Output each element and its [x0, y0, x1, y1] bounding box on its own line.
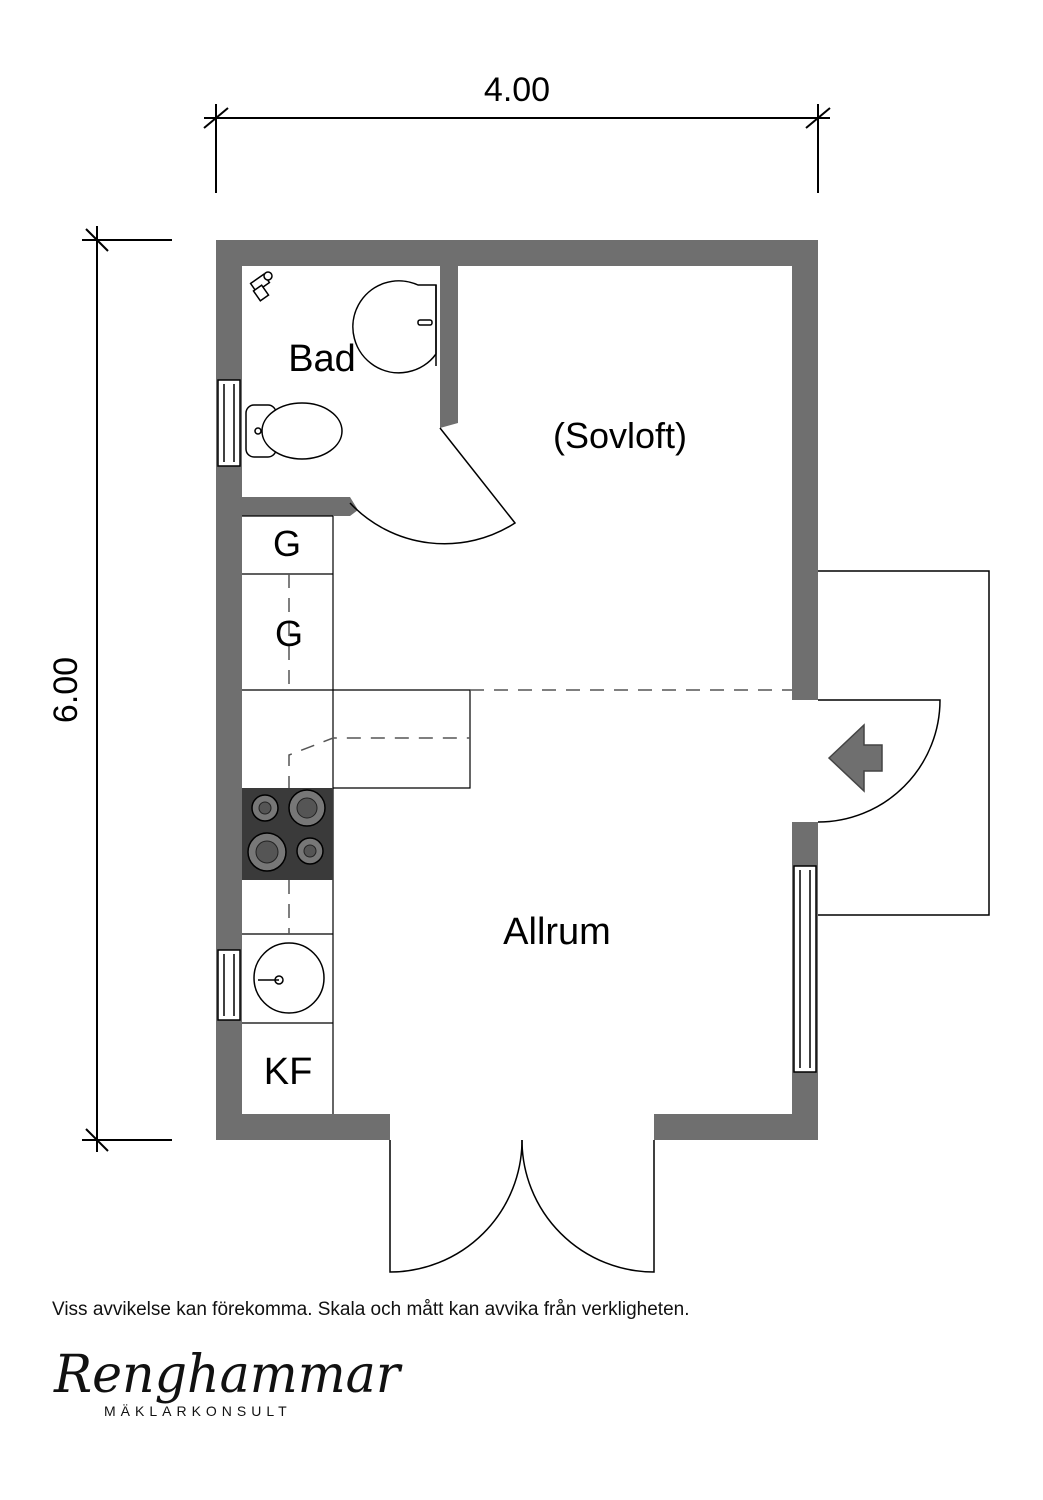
room-label-g2: G [275, 613, 303, 654]
disclaimer-text: Viss avvikelse kan förekomma. Skala och … [52, 1299, 690, 1320]
entrance-porch [817, 570, 990, 916]
stove-icon [242, 788, 333, 880]
bathroom-door [349, 427, 517, 545]
room-label-sovloft: (Sovloft) [553, 415, 687, 456]
entry-doors [389, 1139, 655, 1273]
dimension-height-label: 6.00 [47, 657, 85, 723]
kitchen-sink-icon [253, 942, 325, 1014]
shower-icon [249, 271, 273, 302]
window-bad [217, 379, 241, 467]
window-kitchen [217, 949, 241, 1021]
company-logo: Renghammar MÄKLARKONSULT [53, 1345, 403, 1419]
room-label-kf: KF [264, 1051, 313, 1093]
dimension-height [82, 226, 172, 1152]
room-label-allrum: Allrum [503, 911, 611, 953]
dimension-width-label: 4.00 [484, 71, 550, 109]
dashed-lines [288, 574, 792, 934]
logo-name: Renghammar [53, 1345, 403, 1405]
window-allrum [793, 865, 817, 1073]
dimension-width [203, 104, 831, 193]
toilet-icon [245, 402, 343, 460]
logo-tagline: MÄKLARKONSULT [104, 1403, 292, 1419]
room-label-g1: G [273, 523, 301, 564]
sink-icon [352, 280, 437, 374]
entrance-arrow-icon [827, 723, 883, 793]
bathroom-walls [242, 266, 458, 516]
room-label-bad: Bad [288, 338, 356, 380]
